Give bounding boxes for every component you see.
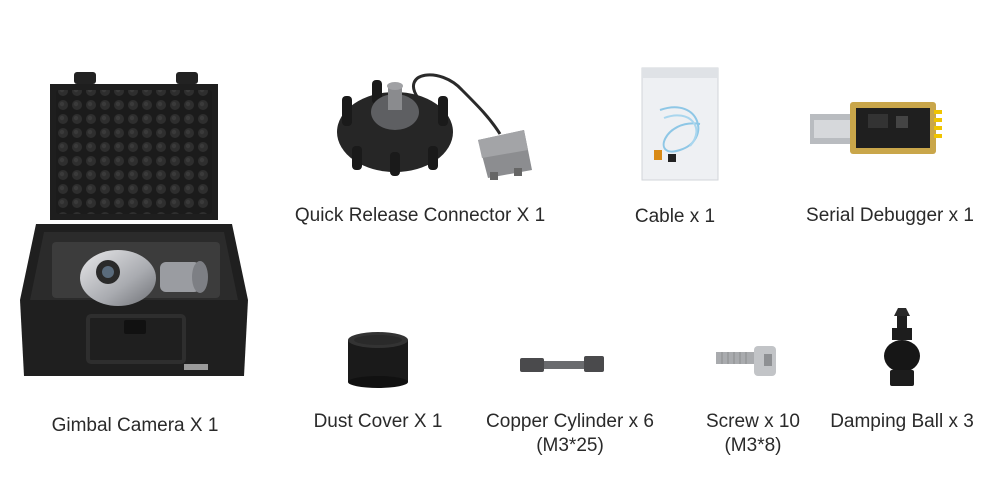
damping-ball-label: Damping Ball x 3 — [830, 411, 974, 432]
gimbal-camera-label: Gimbal Camera X 1 — [51, 415, 219, 436]
serial-debugger-label: Serial Debugger x 1 — [806, 205, 974, 226]
screw-spec: (M3*8) — [724, 435, 782, 456]
copper-cylinder-label: Copper Cylinder x 6 (M3*25) — [470, 410, 670, 458]
dust-cover-label: Dust Cover X 1 — [313, 411, 443, 432]
cable-label: Cable x 1 — [634, 206, 716, 227]
quick-release-connector-label: Quick Release Connector X 1 — [294, 205, 546, 226]
copper-cylinder-spec: (M3*25) — [536, 435, 604, 456]
copper-cylinder-name: Copper Cylinder x 6 — [486, 411, 654, 432]
screw-label: Screw x 10 (M3*8) — [690, 410, 816, 458]
screw-name: Screw x 10 — [706, 411, 800, 432]
